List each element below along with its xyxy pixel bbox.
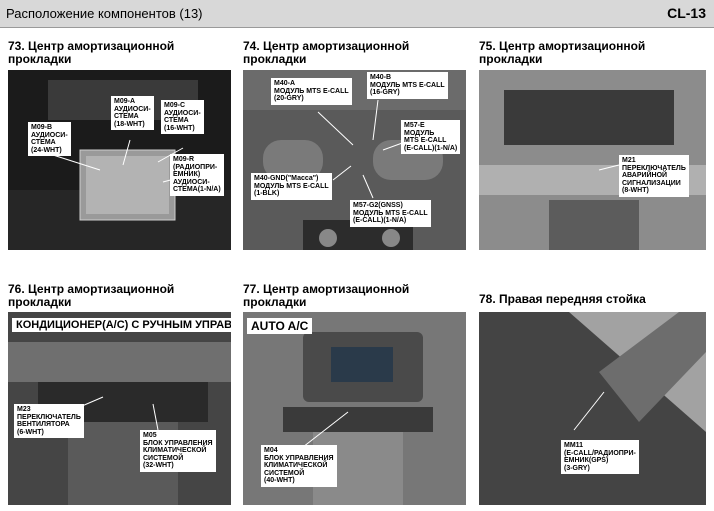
panel-76-caption: 76. Центр амортизационной прокладки [8,282,175,309]
panel-73-caption: 73. Центр амортизационной прокладки [8,39,175,66]
panel-78-photo: MM11 (E-CALL/РАДИОПРИ- ЕМНИК(GPS) (3-GRY… [479,312,706,505]
label-m57e: M57-E МОДУЛЬ MTS E-CALL (E-CALL)(1-N/A) [401,120,461,155]
panel-73-photo: M09-B АУДИОСИ- СТЕМА (24-WHT) M09-A АУДИ… [8,70,231,250]
page-code: CL-13 [667,5,706,21]
label-m21: M21 ПЕРЕКЛЮЧАТЕЛЬ АВАРИЙНОЙ СИГНАЛИЗАЦИИ… [619,155,689,197]
label-m40a: M40-A МОДУЛЬ MTS E-CALL (20-GRY) [271,78,352,105]
label-m23: M23 ПЕРЕКЛЮЧАТЕЛЬ ВЕНТИЛЯТОРА (6-WHT) [14,404,84,439]
label-m09a: M09-A АУДИОСИ- СТЕМА (18-WHT) [111,96,154,131]
page-title: Расположение компонентов (13) [6,6,203,21]
panel-75-caption: 75. Центр амортизационной прокладки [479,39,646,66]
panel-74-caption: 74. Центр амортизационной прокладки [243,39,410,66]
panel-77-caption: 77. Центр амортизационной прокладки [243,282,410,309]
panel-76-photo: КОНДИЦИОНЕР(A/C) С РУЧНЫМ УПРАВЛЕНИЕМ M2… [8,312,231,505]
label-mm11: MM11 (E-CALL/РАДИОПРИ- ЕМНИК(GPS) (3-GRY… [561,440,639,475]
label-m57g2: M57-G2(GNSS) МОДУЛЬ MTS E-CALL (E-CALL)(… [350,200,431,227]
label-m40b: M40-B МОДУЛЬ MTS E-CALL (16-GRY) [367,72,448,99]
label-m09c: M09-C АУДИОСИ- СТЕМА (16-WHT) [161,100,204,135]
panel-77-photo: AUTO A/C M04 БЛОК УПРАВЛЕНИЯ КЛИМАТИЧЕСК… [243,312,466,505]
label-m05: M05 БЛОК УПРАВЛЕНИЯ КЛИМАТИЧЕСКОЙ СИСТЕМ… [140,430,216,472]
panel-75-photo: M21 ПЕРЕКЛЮЧАТЕЛЬ АВАРИЙНОЙ СИГНАЛИЗАЦИИ… [479,70,706,250]
panel-77-banner: AUTO A/C [247,318,313,334]
panel-74-photo: M40-A МОДУЛЬ MTS E-CALL (20-GRY) M40-B М… [243,70,466,250]
panel-78-caption: 78. Правая передняя стойка [479,292,646,306]
label-m40gnd: M40-GND("Масса") МОДУЛЬ MTS E-CALL (1-BL… [251,173,332,200]
panel-76-banner: КОНДИЦИОНЕР(A/C) С РУЧНЫМ УПРАВЛЕНИЕМ [12,318,231,332]
label-m04: M04 БЛОК УПРАВЛЕНИЯ КЛИМАТИЧЕСКОЙ СИСТЕМ… [261,445,337,487]
label-m09r: M09-R (РАДИОПРИ- ЕМНИК) АУДИОСИ- СТЕМА(1… [170,154,224,196]
page-header: Расположение компонентов (13) CL-13 [0,0,714,28]
label-m09b: M09-B АУДИОСИ- СТЕМА (24-WHT) [28,122,71,157]
